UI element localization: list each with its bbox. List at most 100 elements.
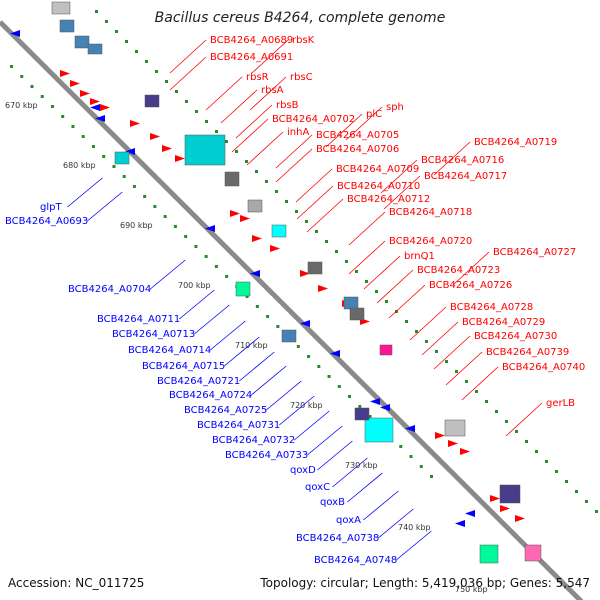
- ruler-tick-label: 730 kbp: [345, 461, 378, 470]
- gc-skew-dot: [195, 110, 198, 113]
- ruler-tick-label: 750 kbp: [455, 585, 488, 594]
- gc-content-dot: [204, 255, 208, 258]
- gc-skew-dot: [535, 450, 538, 453]
- gc-skew-dot: [285, 200, 288, 203]
- gc-skew-dot: [135, 50, 138, 53]
- forward-gene-label: BCB4264_A0706: [316, 144, 399, 155]
- gc-content-dot: [409, 455, 413, 458]
- gc-skew-dot: [295, 210, 298, 213]
- reverse-gene-label: BCB4264_A0748: [314, 555, 397, 566]
- reverse-label-leader: [210, 320, 246, 351]
- forward-gene-label: BCB4264_A0730: [474, 331, 557, 342]
- gc-content-dot: [102, 155, 106, 158]
- gc-content-dot: [81, 135, 85, 138]
- gc-content-dot: [10, 65, 13, 68]
- gc-content-dot: [30, 85, 34, 88]
- gene-arrow: [150, 133, 160, 140]
- forward-gene-label: BCB4264_A0718: [389, 207, 472, 218]
- forward-gene-label: BCB4264_A0720: [389, 236, 472, 247]
- forward-label-leader: [235, 104, 273, 139]
- reverse-gene-label: glpT: [40, 202, 62, 213]
- reverse-gene-label: qoxA: [336, 515, 361, 526]
- gene-block: [184, 134, 226, 166]
- forward-label-leader: [452, 251, 490, 286]
- gene-block: [247, 199, 263, 213]
- reverse-gene-label: BCB4264_A0732: [212, 435, 295, 446]
- gc-skew-dot: [345, 260, 348, 263]
- gc-content-dot: [276, 325, 280, 328]
- forward-label-leader: [388, 284, 426, 319]
- reverse-label-leader: [150, 259, 186, 290]
- ruler-tick-label: 740 kbp: [398, 523, 431, 532]
- topology-text: Topology: circular; Length: 5,419,036 bp…: [260, 576, 590, 590]
- forward-gene-label: BCB4264_A0702: [272, 114, 355, 125]
- forward-gene-label: BCB4264_A0717: [424, 171, 507, 182]
- gc-skew-dot: [585, 500, 588, 503]
- gc-content-dot: [163, 215, 167, 218]
- gc-content-dot: [245, 295, 249, 298]
- gc-content-dot: [184, 235, 188, 238]
- reverse-gene-label: qoxC: [305, 482, 330, 493]
- reverse-gene-label: BCB4264_A0724: [169, 390, 252, 401]
- gc-content-dot: [20, 75, 24, 78]
- forward-label-leader: [169, 56, 207, 91]
- gc-skew-dot: [155, 70, 158, 73]
- forward-label-leader: [421, 321, 459, 356]
- forward-label-leader: [433, 335, 471, 370]
- gc-content-dot: [143, 195, 147, 198]
- gc-content-dot: [430, 475, 433, 478]
- gene-arrow: [70, 80, 80, 87]
- forward-gene-label: BCB4264_A0705: [316, 130, 399, 141]
- gene-arrow: [230, 210, 240, 217]
- forward-label-leader: [296, 185, 334, 220]
- forward-gene-label: BCB4264_A0710: [337, 181, 420, 192]
- gc-skew-dot: [505, 420, 508, 423]
- reverse-label-leader: [87, 191, 123, 222]
- forward-label-leader: [275, 148, 313, 183]
- reverse-label-leader: [266, 380, 302, 411]
- reverse-label-leader: [294, 410, 330, 441]
- gc-content-dot: [317, 365, 321, 368]
- genome-title: Bacillus cereus B4264, complete genome: [154, 10, 446, 26]
- gc-skew-dot: [465, 380, 468, 383]
- gene-arrow: [330, 350, 340, 357]
- gc-content-dot: [71, 125, 75, 128]
- gc-skew-dot: [515, 430, 518, 433]
- gene-arrow: [515, 515, 525, 522]
- forward-gene-label: rbsR: [246, 72, 269, 83]
- gc-skew-dot: [565, 480, 568, 483]
- gene-arrow: [100, 104, 110, 111]
- gc-skew-dot: [335, 250, 338, 253]
- gc-content-dot: [296, 345, 300, 348]
- gc-skew-dot: [305, 220, 308, 223]
- gc-content-dot: [61, 115, 65, 118]
- gene-block: [307, 261, 323, 275]
- forward-gene-label: rbsB: [276, 100, 299, 111]
- gene-arrow: [10, 30, 20, 37]
- forward-gene-label: BCB4264_A0719: [474, 137, 557, 148]
- gc-skew-dot: [315, 230, 318, 233]
- gc-skew-dot: [545, 460, 548, 463]
- forward-label-leader: [433, 141, 471, 176]
- forward-label-leader: [251, 39, 289, 74]
- reverse-gene-label: BCB4264_A0738: [296, 533, 379, 544]
- forward-gene-label: rbsC: [290, 72, 313, 83]
- gene-arrow: [205, 225, 215, 232]
- gene-arrow: [175, 155, 185, 162]
- reverse-label-leader: [332, 457, 368, 488]
- gene-arrow: [130, 120, 140, 127]
- reverse-label-leader: [194, 304, 230, 335]
- reverse-gene-label: qoxD: [290, 465, 316, 476]
- gene-arrow: [465, 510, 475, 517]
- genome-backbone: [0, 20, 584, 600]
- gc-skew-dot: [435, 350, 438, 353]
- gene-block: [51, 1, 71, 15]
- gc-skew-dot: [145, 60, 148, 63]
- reverse-gene-label: BCB4264_A0713: [112, 329, 195, 340]
- gene-block: [235, 281, 251, 297]
- gene-arrow: [318, 285, 328, 292]
- forward-gene-label: BCB4264_A0723: [417, 265, 500, 276]
- reverse-gene-label: BCB4264_A0711: [97, 314, 180, 325]
- reverse-label-leader: [347, 472, 383, 503]
- gene-block: [224, 171, 240, 187]
